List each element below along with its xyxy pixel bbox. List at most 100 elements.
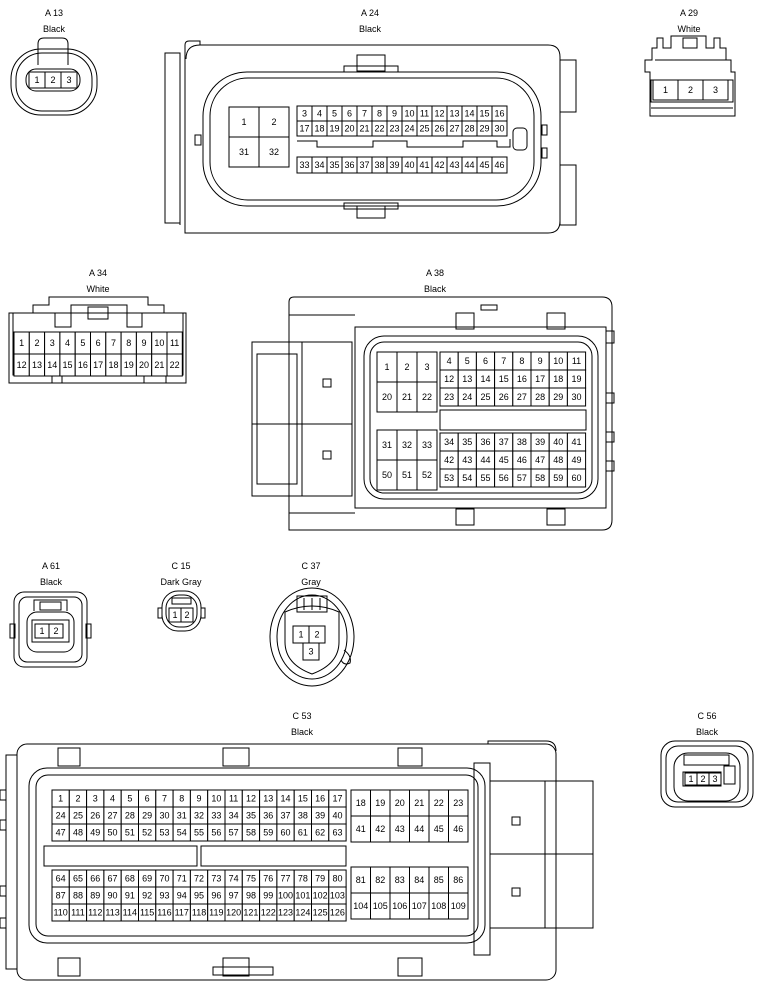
a24-color: Black [358,24,381,34]
c53-pin-92: 92 [138,886,157,905]
a38-pin-60: 60 [566,468,587,488]
c53-pin-112: 112 [86,903,105,922]
a38-pin-34: 34 [439,432,459,452]
c53-pin-20: 20 [389,789,410,817]
a24-pin-41: 41 [416,156,433,174]
svg-text:62: 62 [315,828,325,838]
a38-pin-48: 48 [548,450,568,470]
svg-text:5: 5 [332,109,337,119]
svg-text:31: 31 [177,811,187,821]
svg-text:47: 47 [535,455,545,465]
svg-text:46: 46 [494,160,504,170]
svg-text:59: 59 [263,828,273,838]
a24-pin-23: 23 [386,120,403,137]
svg-text:81: 81 [356,875,366,885]
svg-text:118: 118 [192,908,206,918]
svg-text:36: 36 [263,811,273,821]
a24-pin-30: 30 [491,120,508,137]
svg-text:37: 37 [499,437,509,447]
svg-text:16: 16 [517,374,527,384]
svg-text:32: 32 [194,811,204,821]
c53-id: C 53 [292,711,312,721]
a34-pin-7: 7 [105,331,122,355]
svg-text:37: 37 [281,811,291,821]
a24-pin-39: 39 [386,156,403,174]
a24-pin-37: 37 [356,156,373,174]
svg-text:8: 8 [519,356,524,366]
svg-text:95: 95 [194,891,204,901]
svg-text:21: 21 [402,392,412,402]
c53-pin-35: 35 [241,806,261,825]
svg-text:80: 80 [332,874,342,884]
svg-text:1: 1 [34,75,39,85]
c53-pin-6: 6 [138,789,157,808]
a24-pin-34: 34 [311,156,328,174]
a24-pin-14: 14 [461,105,478,122]
a38-pin-27: 27 [512,387,532,407]
svg-text:34: 34 [314,160,324,170]
svg-text:57: 57 [229,828,239,838]
svg-text:16: 16 [78,360,88,370]
svg-text:22: 22 [422,392,432,402]
connector-a61-housing [9,591,92,668]
svg-text:18: 18 [314,124,324,134]
svg-text:72: 72 [194,874,204,884]
svg-text:32: 32 [269,147,279,157]
c53-pin-2: 2 [68,789,88,808]
svg-text:20: 20 [344,124,354,134]
svg-text:22: 22 [170,360,180,370]
c15-pin-1: 1 [168,607,182,623]
a34-pin-1: 1 [13,331,30,355]
svg-text:26: 26 [90,811,100,821]
c53-pin-99: 99 [259,886,278,905]
a38-pin-8: 8 [512,351,532,371]
c53-pin-27: 27 [103,806,122,825]
svg-text:2: 2 [53,626,58,636]
svg-text:42: 42 [375,824,385,834]
svg-text:48: 48 [553,455,563,465]
svg-text:39: 39 [315,811,325,821]
svg-text:47: 47 [56,828,66,838]
a38-pin-1: 1 [376,351,398,383]
svg-text:16: 16 [494,109,504,119]
svg-text:43: 43 [395,824,405,834]
c53-pin-48: 48 [68,823,88,842]
a38-pin-10: 10 [548,351,568,371]
svg-text:11: 11 [229,794,238,804]
svg-text:11: 11 [420,109,429,119]
c53-pin-41: 41 [350,815,371,843]
svg-text:55: 55 [194,828,204,838]
svg-text:88: 88 [73,891,83,901]
svg-text:8: 8 [179,794,184,804]
c53-pin-98: 98 [241,886,261,905]
c53-pin-4: 4 [103,789,122,808]
svg-text:61: 61 [298,828,308,838]
a38-pin-50: 50 [376,459,398,491]
c53-pin-32: 32 [189,806,209,825]
a38-label: A 38 Black [405,268,465,295]
a38-pin-37: 37 [494,432,514,452]
svg-text:66: 66 [90,874,100,884]
svg-text:99: 99 [263,891,273,901]
svg-text:15: 15 [63,360,73,370]
c53-pin-55: 55 [189,823,209,842]
svg-text:91: 91 [125,891,135,901]
svg-text:28: 28 [125,811,135,821]
svg-text:21: 21 [154,360,164,370]
a38-pin-30: 30 [566,387,587,407]
svg-text:50: 50 [108,828,118,838]
a34-pin-5: 5 [74,331,91,355]
svg-text:102: 102 [313,891,328,901]
a38-pin-46: 46 [512,450,532,470]
svg-text:15: 15 [479,109,489,119]
a24-pin-22: 22 [371,120,388,137]
svg-text:75: 75 [246,874,256,884]
a24-pin-46: 46 [491,156,508,174]
a38-pin-32: 32 [396,429,418,461]
svg-text:1: 1 [298,630,303,640]
c53-pin-101: 101 [293,886,313,905]
svg-text:33: 33 [211,811,221,821]
c53-pin-106: 106 [389,892,410,920]
c53-pin-23: 23 [448,789,469,817]
